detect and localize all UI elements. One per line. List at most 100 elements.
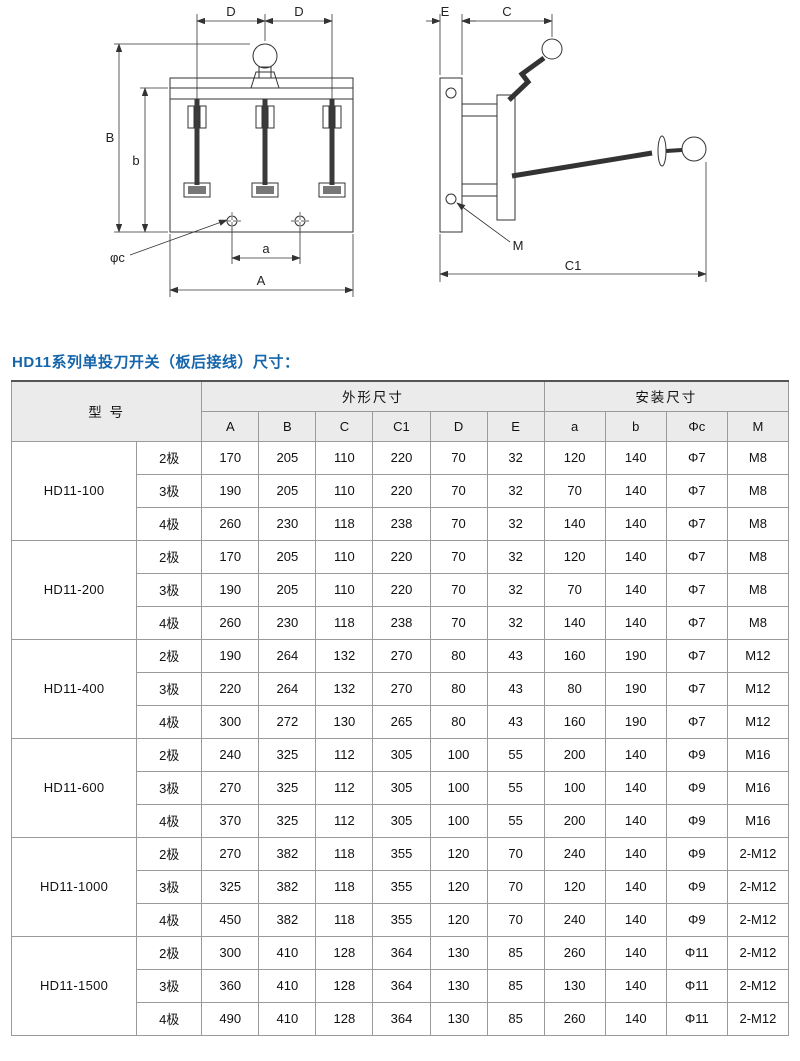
dim-value-cell: 140 [604, 605, 667, 640]
hole-diameter-label: φc [110, 250, 125, 265]
dim-value-cell: 70 [429, 539, 488, 574]
dim-value-cell: 238 [372, 506, 431, 541]
dim-value-cell: 70 [543, 572, 606, 607]
dim-value-cell: 100 [429, 803, 488, 838]
dim-value-cell: 270 [201, 836, 260, 871]
dim-value-cell: 120 [429, 869, 488, 904]
dim-value-cell: 118 [315, 869, 374, 904]
dim-value-cell: 32 [486, 440, 545, 475]
dim-header-cell: B [258, 410, 317, 442]
dim-value-cell: 32 [486, 473, 545, 508]
dim-value-cell: 190 [201, 473, 260, 508]
dim-value-cell: 130 [429, 935, 488, 970]
pole-count-cell: 3极 [136, 473, 203, 508]
dim-value-cell: 2-M12 [726, 836, 790, 871]
dim-value-cell: 382 [258, 836, 317, 871]
dim-value-cell: 128 [315, 935, 374, 970]
dim-value-cell: 325 [201, 869, 260, 904]
dim-value-cell: Φ9 [665, 836, 728, 871]
thread-label-M: M [513, 238, 524, 253]
dim-value-cell: Φ7 [665, 638, 728, 673]
front-view-drawing [169, 43, 354, 233]
dim-value-cell: M8 [726, 506, 790, 541]
pole-count-cell: 4极 [136, 506, 203, 541]
dim-value-cell: 238 [372, 605, 431, 640]
dim-value-cell: 120 [543, 869, 606, 904]
dim-value-cell: 270 [372, 638, 431, 673]
dim-value-cell: 118 [315, 902, 374, 937]
dim-value-cell: 355 [372, 869, 431, 904]
dim-value-cell: 260 [543, 935, 606, 970]
dim-value-cell: 132 [315, 671, 374, 706]
dim-value-cell: 205 [258, 572, 317, 607]
dim-value-cell: M8 [726, 440, 790, 475]
dim-value-cell: 264 [258, 671, 317, 706]
dim-label-b: b [132, 153, 139, 168]
dim-value-cell: Φ11 [665, 1001, 728, 1036]
dim-label-E: E [441, 4, 450, 19]
pole-count-cell: 4极 [136, 902, 203, 937]
dim-value-cell: 70 [429, 572, 488, 607]
dim-value-cell: Φ9 [665, 902, 728, 937]
dim-value-cell: 220 [372, 572, 431, 607]
dim-value-cell: 410 [258, 968, 317, 1003]
dim-value-cell: 120 [429, 902, 488, 937]
dim-value-cell: 364 [372, 1001, 431, 1036]
dim-value-cell: 140 [604, 440, 667, 475]
dim-value-cell: 325 [258, 737, 317, 772]
dim-value-cell: 260 [201, 605, 260, 640]
dim-value-cell: 32 [486, 572, 545, 607]
dim-value-cell: 490 [201, 1001, 260, 1036]
dim-value-cell: 260 [543, 1001, 606, 1036]
dim-value-cell: 205 [258, 473, 317, 508]
dim-label-C1: C1 [565, 258, 582, 273]
dim-value-cell: 2-M12 [726, 869, 790, 904]
dim-value-cell: 230 [258, 605, 317, 640]
dim-value-cell: 305 [372, 770, 431, 805]
dim-value-cell: 270 [201, 770, 260, 805]
dim-value-cell: 190 [604, 671, 667, 706]
dim-value-cell: M16 [726, 737, 790, 772]
dim-value-cell: 80 [429, 671, 488, 706]
dim-value-cell: M8 [726, 572, 790, 607]
dim-value-cell: 130 [315, 704, 374, 739]
dim-value-cell: 160 [543, 704, 606, 739]
dim-value-cell: 240 [543, 902, 606, 937]
dim-value-cell: 200 [543, 803, 606, 838]
pole-count-cell: 4极 [136, 803, 203, 838]
dim-value-cell: Φ9 [665, 803, 728, 838]
dim-value-cell: 140 [604, 770, 667, 805]
dim-value-cell: 300 [201, 935, 260, 970]
pole-count-cell: 3极 [136, 671, 203, 706]
dim-value-cell: 112 [315, 737, 374, 772]
dim-label-B: B [106, 130, 115, 145]
dim-label-A: A [257, 273, 266, 288]
dim-value-cell: 70 [486, 836, 545, 871]
diagram-area: D D B b a A φc [0, 0, 800, 345]
dim-value-cell: 190 [201, 638, 260, 673]
dim-value-cell: 130 [429, 968, 488, 1003]
dim-value-cell: 450 [201, 902, 260, 937]
dim-value-cell: 43 [486, 704, 545, 739]
dim-value-cell: 120 [429, 836, 488, 871]
dim-value-cell: Φ7 [665, 473, 728, 508]
pole-count-cell: 2极 [136, 638, 203, 673]
pole-count-cell: 2极 [136, 836, 203, 871]
dim-value-cell: M12 [726, 704, 790, 739]
dim-value-cell: 140 [604, 902, 667, 937]
dim-value-cell: 55 [486, 803, 545, 838]
dim-value-cell: 355 [372, 836, 431, 871]
dim-value-cell: M8 [726, 539, 790, 574]
dim-header-cell: C1 [372, 410, 431, 442]
outline-dims-header: 外形尺寸 [201, 380, 545, 412]
dim-header-cell: b [604, 410, 667, 442]
pole-count-cell: 2极 [136, 737, 203, 772]
dim-value-cell: 265 [372, 704, 431, 739]
dim-value-cell: 140 [604, 737, 667, 772]
